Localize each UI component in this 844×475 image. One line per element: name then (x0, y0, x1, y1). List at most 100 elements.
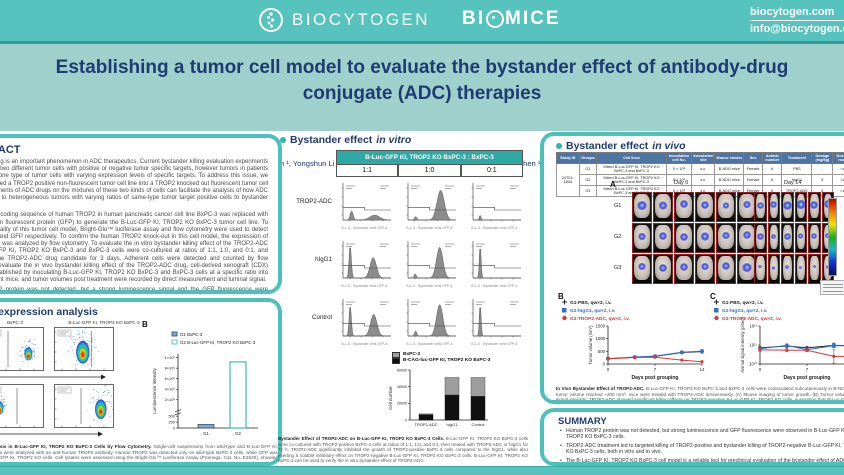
flow-histogram-r2c0 (341, 299, 391, 338)
flow-col-label-bluc: B-Luc-GFP KI, TROP2 KO BxPC-3 (68, 320, 140, 325)
luminescence-spot (700, 232, 710, 241)
trop2-axis-label: TROP2 (0, 374, 107, 380)
svg-text:G3-TROP2-ADC, qw×2, i.v.: G3-TROP2-ADC, qw×2, i.v. (722, 316, 782, 322)
summary-bullet: Human TROP2 protein was not detected, bu… (560, 428, 844, 441)
study-cell: Female (743, 163, 764, 176)
panel-a-label: A (610, 180, 616, 189)
luminescence-spot (795, 199, 806, 210)
hist-x-axis-label: B-L-G : Bystander cells GFP-A (471, 284, 518, 288)
luminescence-spot (782, 200, 792, 211)
svg-text:20000: 20000 (397, 402, 407, 406)
svg-text:14: 14 (700, 367, 705, 372)
luminescence-spot (823, 200, 832, 208)
hist-x-axis-label: B-L-G : Bystander cells GFP-A (471, 342, 518, 346)
mouse-image (674, 223, 694, 253)
flow-histogram-r1c0 (341, 241, 391, 280)
hist-x-axis-label: B-L-G : Bystander cells GFP-A (471, 226, 518, 230)
luminescence-spot (770, 200, 778, 208)
svg-text:7: 7 (654, 367, 657, 372)
study-col-3: Inoculation cell No. (665, 151, 693, 165)
summary-heading: SUMMARY (558, 416, 607, 427)
mouse-image (653, 192, 673, 222)
study-cell: Female (743, 174, 764, 187)
abstract-paragraph: The full-length coding sequence of human… (0, 212, 268, 284)
flow-histogram-r1c2 (471, 241, 521, 280)
study-cell: s.c. (691, 163, 716, 176)
luminescence-spot (798, 233, 804, 239)
luminescence-spot (785, 265, 790, 270)
svg-text:0: 0 (173, 425, 176, 430)
svg-text:0: 0 (405, 418, 407, 422)
luminescence-spot (722, 232, 730, 240)
poster-title-line2: conjugate (ADC) therapies (302, 83, 542, 104)
ratio-cell: 0:1 (460, 165, 523, 177)
study-col-9: Dosage (mg/kg) (811, 151, 834, 165)
luminescence-spot (758, 264, 763, 269)
luminescence-spot (679, 232, 688, 241)
luminescence-spot (771, 233, 777, 239)
svg-text:Days post grouping: Days post grouping (632, 375, 679, 381)
study-col-8: Treatment (781, 151, 813, 165)
luminescence-colorbar (828, 198, 837, 276)
mouse-image (767, 254, 780, 284)
ratio-table-header: B-Luc-GFP KI, TROP2 KO BxPC-3 : BxPC-3 (336, 150, 523, 165)
biocytogen-logo-icon (259, 8, 283, 32)
svg-text:10¹²: 10¹² (749, 324, 757, 329)
legend-entry: B-CAG-luc-GFP KI, TROP2 KO BxPC-3 (392, 358, 490, 364)
mouse-image (716, 254, 736, 284)
luminescence-spot (826, 265, 830, 269)
study-cell: Mixed B-Luc-GFP KI, TROP2 KO BxPC-3 and … (596, 163, 667, 176)
gfp-axis-label: GFP (0, 431, 104, 437)
mouse-image (632, 223, 652, 253)
luminescence-spot (721, 262, 731, 271)
luminescence-spot (743, 200, 751, 209)
svg-text:8×10⁵: 8×10⁵ (165, 366, 176, 371)
svg-text:G2-hIgG1, qw×2, i.v.: G2-hIgG1, qw×2, i.v. (570, 308, 615, 314)
study-col-10: Dosing route (832, 151, 844, 165)
study-cell: B-NDG mice (714, 163, 745, 176)
title-band: Establishing a tumor cell model to evalu… (0, 44, 844, 174)
mouse-image (632, 254, 652, 284)
mouse-image (695, 192, 715, 222)
svg-text:Days post grouping: Days post grouping (784, 375, 831, 381)
mouse-image (808, 192, 821, 222)
luminescence-spot (701, 263, 709, 271)
study-id-cell: 24T01-1804 (556, 163, 580, 197)
day14-label: Day 14 (784, 180, 802, 186)
axis-arrow-icon (0, 431, 104, 437)
email-link[interactable]: info@biocytogen.com (750, 23, 844, 35)
study-cell: 6 (762, 174, 783, 187)
flow-histogram-r0c0 (341, 183, 391, 222)
svg-text:500: 500 (598, 349, 606, 354)
mouse-image (653, 254, 673, 284)
svg-text:Luminescence intensity: Luminescence intensity (152, 367, 157, 413)
luminescence-spot (772, 266, 776, 270)
svg-text:G1: G1 (203, 431, 209, 436)
flow-histogram-r2c1 (406, 299, 456, 338)
summary-bullet: TROP2-ADC treatment led to targeted kill… (560, 443, 844, 456)
flow-dotplot-trop2-bluc (54, 327, 114, 371)
mouse-image (808, 254, 821, 284)
study-cell: s.c. (691, 174, 716, 187)
hist-x-axis-label: B-L-G : Bystander cells GFP-A (406, 342, 453, 346)
mouse-strip-g3-day14 (754, 254, 834, 284)
hist-row-label-trop2-adc: TROP2-ADC (296, 198, 332, 205)
flow-dotplot-gfp-bxpc3 (0, 384, 44, 428)
study-cell: 5 (811, 174, 834, 187)
expression-caption: Expression Analysis in B-Luc-GFP KI, TRO… (0, 444, 278, 466)
website-link[interactable]: biocytogen.com (750, 6, 835, 18)
footer-band (0, 466, 844, 475)
mouse-image (632, 192, 652, 222)
study-cell: G2 (578, 174, 598, 187)
flow-dotplot-gfp-bluc (54, 384, 114, 428)
hist-x-axis-label: B-L-G : Bystander cells GFP-A (406, 284, 453, 288)
luminescence-spot (701, 200, 709, 209)
study-col-2: Cell lines (596, 151, 667, 165)
svg-text:2×10⁵: 2×10⁵ (165, 397, 176, 402)
abstract-card: ABSTRACT Bystander killing is an importa… (0, 134, 282, 294)
svg-text:1500: 1500 (595, 324, 605, 329)
svg-text:G3-TROP2-ADC, qw×2, i.v.: G3-TROP2-ADC, qw×2, i.v. (570, 316, 630, 322)
luminescence-spot (756, 201, 764, 210)
luminescence-spot (722, 202, 730, 210)
hist-x-axis-label: B-L-G : Bystander cells GFP-A (406, 226, 453, 230)
